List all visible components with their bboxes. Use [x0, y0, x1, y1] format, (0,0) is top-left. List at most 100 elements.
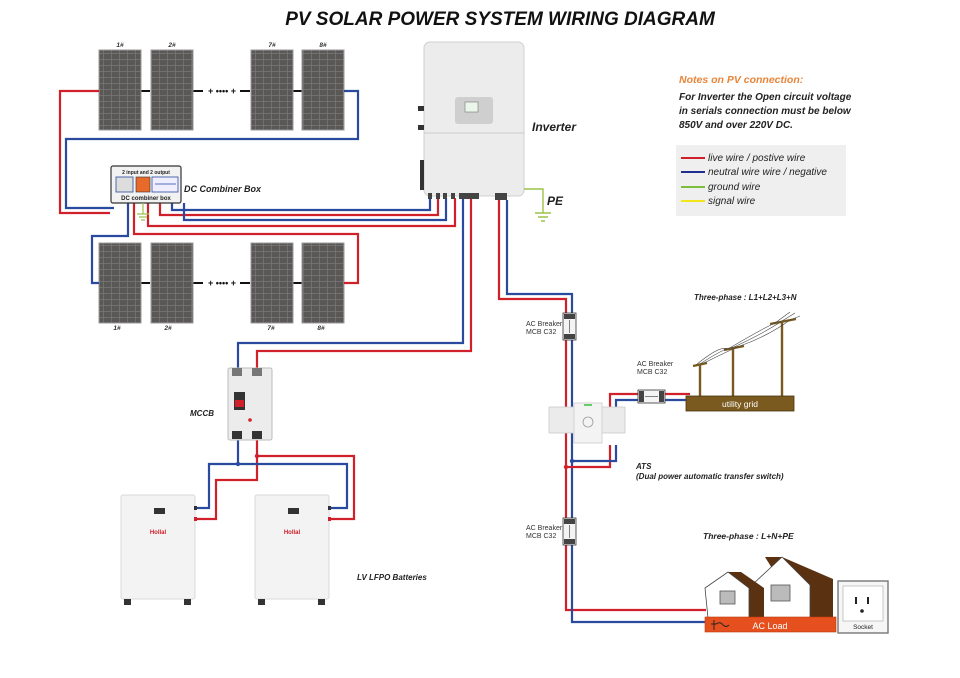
ats-center-module: [573, 402, 603, 444]
inverter: [418, 41, 525, 200]
live-wire: [146, 198, 457, 228]
legend-label: live wire / postive wire: [708, 153, 806, 164]
spd-block: [135, 176, 151, 193]
pv-string-top: 1# 2# 7# 8# + •••• +: [98, 42, 345, 131]
neutral-wire: [505, 200, 706, 624]
battery-brand: Hollal: [150, 530, 167, 536]
notes-heading: Notes on PV connection:: [679, 74, 803, 86]
utility-grid: utility grid: [685, 311, 801, 412]
neutral-wire: [90, 203, 130, 285]
solar-panel: [301, 49, 345, 131]
solar-panel: [150, 49, 194, 131]
solar-panel: [250, 242, 294, 324]
neutral-wire: [64, 89, 360, 210]
legend-box: [676, 145, 846, 216]
combiner-label: DC Combiner Box: [184, 184, 262, 194]
ac-load-label: AC Load: [752, 621, 787, 631]
ac-breaker-label: MCB C32: [637, 369, 667, 376]
live-wire: [158, 198, 440, 217]
ats-description: (Dual power automatic transfer switch): [636, 472, 784, 481]
battery-body: [254, 494, 330, 600]
solar-panel: [250, 49, 294, 131]
ac-breaker-3: [562, 517, 577, 546]
live-wire: [255, 199, 473, 368]
battery-body: [120, 494, 196, 600]
battery-wires: [196, 199, 473, 521]
busbar-block: [151, 176, 179, 193]
ac-wave-icon: [711, 620, 730, 630]
ac-breaker-1: [562, 312, 577, 341]
grid-phase-label: Three-phase : L1+L2+L3+N: [694, 293, 797, 302]
dc-combiner-box: 2 input and 2 output DC combiner box: [110, 165, 182, 221]
inverter-screen: [464, 101, 479, 113]
ac-breaker-label: MCB C32: [526, 329, 556, 336]
power-poles-icon: [692, 317, 797, 396]
legend-item: signal wire: [681, 196, 756, 207]
solar-panel: [98, 49, 142, 131]
neutral-wire: [196, 440, 240, 510]
socket-label: Socket: [853, 624, 873, 631]
batteries-label: LV LFPO Batteries: [357, 573, 427, 582]
panel-number: 2#: [167, 42, 176, 49]
panel-number: 7#: [267, 325, 275, 332]
pe-ground-icon: [524, 188, 551, 222]
pv-wires: [58, 89, 457, 285]
live-wire: [58, 89, 110, 215]
notes-line: 850V and over 220V DC.: [679, 120, 793, 131]
panel-number: 8#: [317, 325, 325, 332]
neutral-wire: [236, 199, 465, 368]
ac-breaker-label: MCB C32: [526, 533, 556, 540]
combiner-footer: DC combiner box: [121, 196, 171, 202]
pv-string-bottom: 1# 2# 7# 8# + •••• +: [98, 242, 345, 332]
battery-display: [288, 508, 299, 514]
panel-number: 1#: [113, 325, 121, 332]
legend-item: ground wire: [681, 182, 761, 193]
pe-label: PE: [547, 194, 564, 208]
series-ellipsis: + •••• +: [208, 278, 236, 288]
neutral-wire: [170, 198, 432, 212]
panel-number: 2#: [163, 325, 172, 332]
notes-line: in serials connection must be below: [679, 106, 852, 117]
notes: Notes on PV connection: For Inverter the…: [679, 74, 852, 131]
ac-breaker-2: [637, 389, 666, 404]
grid-base: [685, 395, 795, 412]
battery-brand: Hollal: [284, 530, 301, 536]
legend-label: neutral wire wire / negative: [708, 167, 827, 178]
legend-item: neutral wire wire / negative: [681, 167, 827, 178]
battery-display: [154, 508, 165, 514]
solar-panel: [301, 242, 345, 324]
inverter-label: Inverter: [532, 120, 577, 134]
legend-item: live wire / postive wire: [681, 153, 806, 164]
legend-label: ground wire: [708, 182, 761, 193]
load-phase-label: Three-phase : L+N+PE: [703, 531, 794, 541]
solar-panel: [98, 242, 142, 324]
fuse-block: [115, 176, 134, 193]
neutral-wire: [182, 198, 448, 222]
ground-symbol-icon: [137, 203, 149, 221]
battery-1: Hollal: [120, 494, 197, 605]
neutral-wire: [572, 445, 618, 463]
panel-number: 7#: [268, 42, 276, 49]
ac-load-bar: [704, 616, 837, 633]
ac-breaker-label: AC Breaker: [526, 525, 563, 532]
ac-breaker-label: AC Breaker: [526, 321, 563, 328]
live-wire: [196, 440, 259, 521]
live-wire: [497, 200, 706, 612]
live-wire: [132, 203, 360, 285]
combiner-header: 2 input and 2 output: [122, 170, 170, 176]
mccb-body: [227, 367, 273, 441]
mccb-label: MCCB: [190, 409, 214, 418]
battery-2: Hollal: [254, 494, 331, 605]
live-wire: [566, 445, 612, 469]
mccb-breaker: [227, 367, 273, 441]
inverter-connectors: [428, 193, 507, 200]
ac-load: AC Load Socket: [704, 556, 889, 634]
ats-label: ATS: [635, 462, 652, 471]
panel-number: 8#: [319, 42, 327, 49]
panel-number: 1#: [116, 42, 124, 49]
grid-label: utility grid: [722, 399, 758, 409]
diagram-title: PV SOLAR POWER SYSTEM WIRING DIAGRAM: [285, 9, 716, 30]
solar-panel: [150, 242, 194, 324]
ats-switch: [548, 402, 626, 444]
